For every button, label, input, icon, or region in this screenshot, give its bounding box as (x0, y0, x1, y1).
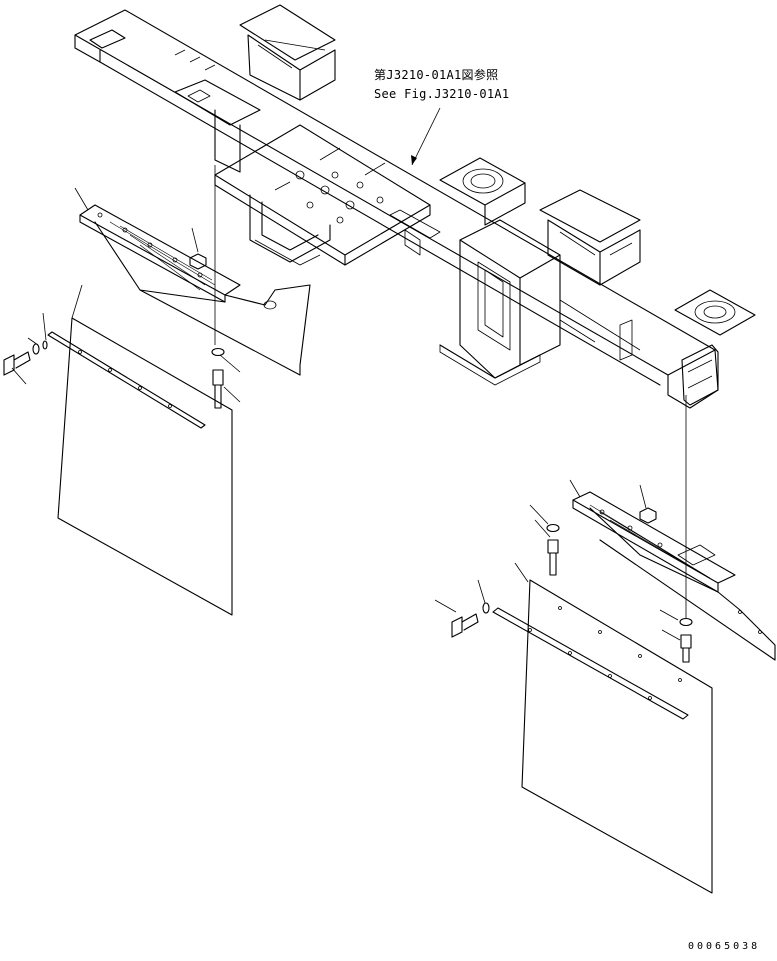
left-bracket (79, 204, 311, 376)
right-mudflap (492, 579, 713, 894)
left-fasteners (3, 165, 241, 409)
main-frame (74, 4, 756, 409)
reference-label-jp: 第J3210-01A1図参照 (374, 68, 499, 82)
drawing-code: 00065038 (688, 941, 761, 952)
reference-leader (411, 107, 441, 166)
right-fasteners (434, 395, 693, 663)
left-mudflap (47, 317, 233, 616)
right-bracket (572, 491, 776, 661)
reference-label-en: See Fig.J3210-01A1 (374, 87, 510, 101)
